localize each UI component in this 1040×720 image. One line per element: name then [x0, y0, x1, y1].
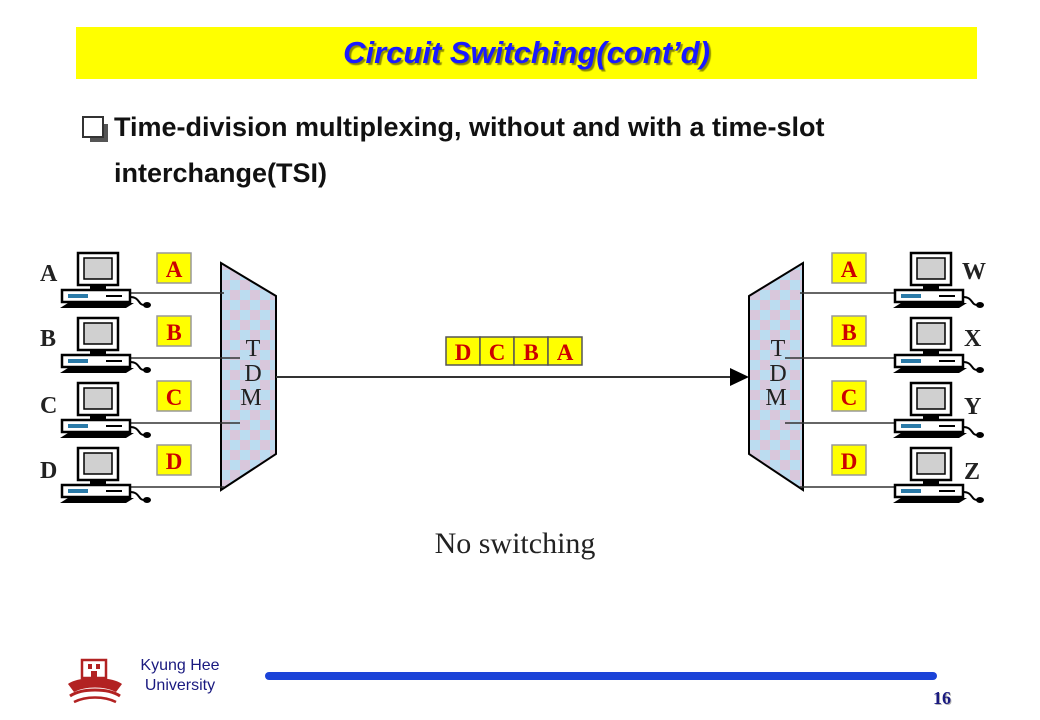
output-slot-label: D — [841, 449, 858, 474]
checkbox-bullet-icon — [82, 116, 108, 142]
output-slots: A B C D — [831, 252, 867, 476]
input-slot-label: D — [166, 449, 183, 474]
sender-label: A — [40, 261, 58, 287]
footer-bar — [265, 672, 937, 680]
desktop-computer-icon — [58, 381, 153, 440]
frame-label: B — [523, 340, 538, 365]
frame-label: C — [489, 340, 506, 365]
demux-label: M — [765, 385, 786, 411]
sender-label: C — [40, 393, 57, 419]
page-number: 16 — [933, 688, 951, 708]
university-line-2: University — [144, 677, 216, 694]
desktop-computer-icon — [58, 446, 153, 505]
university-name: Kyung Hee University — [130, 656, 230, 696]
demux-label: D — [769, 361, 786, 387]
desktop-computer-icon — [58, 251, 153, 310]
mux-trapezoid — [220, 261, 277, 492]
demux-trapezoid — [748, 261, 804, 492]
receiver-label: Y — [964, 394, 981, 420]
receiver-label: X — [964, 326, 982, 352]
desktop-computer-icon — [58, 316, 153, 375]
input-slot-label: C — [166, 385, 183, 410]
receiver-label: Z — [964, 459, 980, 485]
input-slots: A B C D — [156, 252, 192, 476]
bullet-text: Time-division multiplexing, without and … — [114, 112, 825, 188]
receiver-label: W — [962, 259, 986, 285]
link-arrow-icon — [730, 368, 749, 386]
input-slot-label: B — [166, 320, 181, 345]
frame-slot — [445, 336, 481, 366]
mux-label: D — [244, 361, 261, 387]
diagram-caption: No switching — [435, 527, 596, 560]
frame: D C B A — [445, 336, 583, 366]
sender-label: B — [40, 326, 56, 352]
slide-title: Circuit Switching(cont’d) — [343, 35, 710, 70]
title-bar: Circuit Switching(cont’d) — [76, 27, 977, 79]
input-lines — [124, 292, 240, 488]
sender-label: D — [40, 458, 57, 484]
output-slot-label: B — [841, 320, 856, 345]
university-seal-icon — [68, 658, 122, 704]
bullet-point: Time-division multiplexing, without and … — [82, 104, 982, 196]
frame-label: A — [557, 340, 574, 365]
output-lines — [785, 292, 900, 488]
mux-label: T — [246, 336, 261, 362]
demux-label: T — [771, 336, 786, 362]
frame-label: D — [455, 340, 472, 365]
mux-label: M — [240, 385, 261, 411]
university-line-1: Kyung Hee — [140, 657, 220, 674]
output-slot-label: C — [841, 385, 858, 410]
output-slot-label: A — [841, 257, 858, 282]
input-slot-label: A — [166, 257, 183, 282]
frame-slot — [547, 336, 583, 366]
